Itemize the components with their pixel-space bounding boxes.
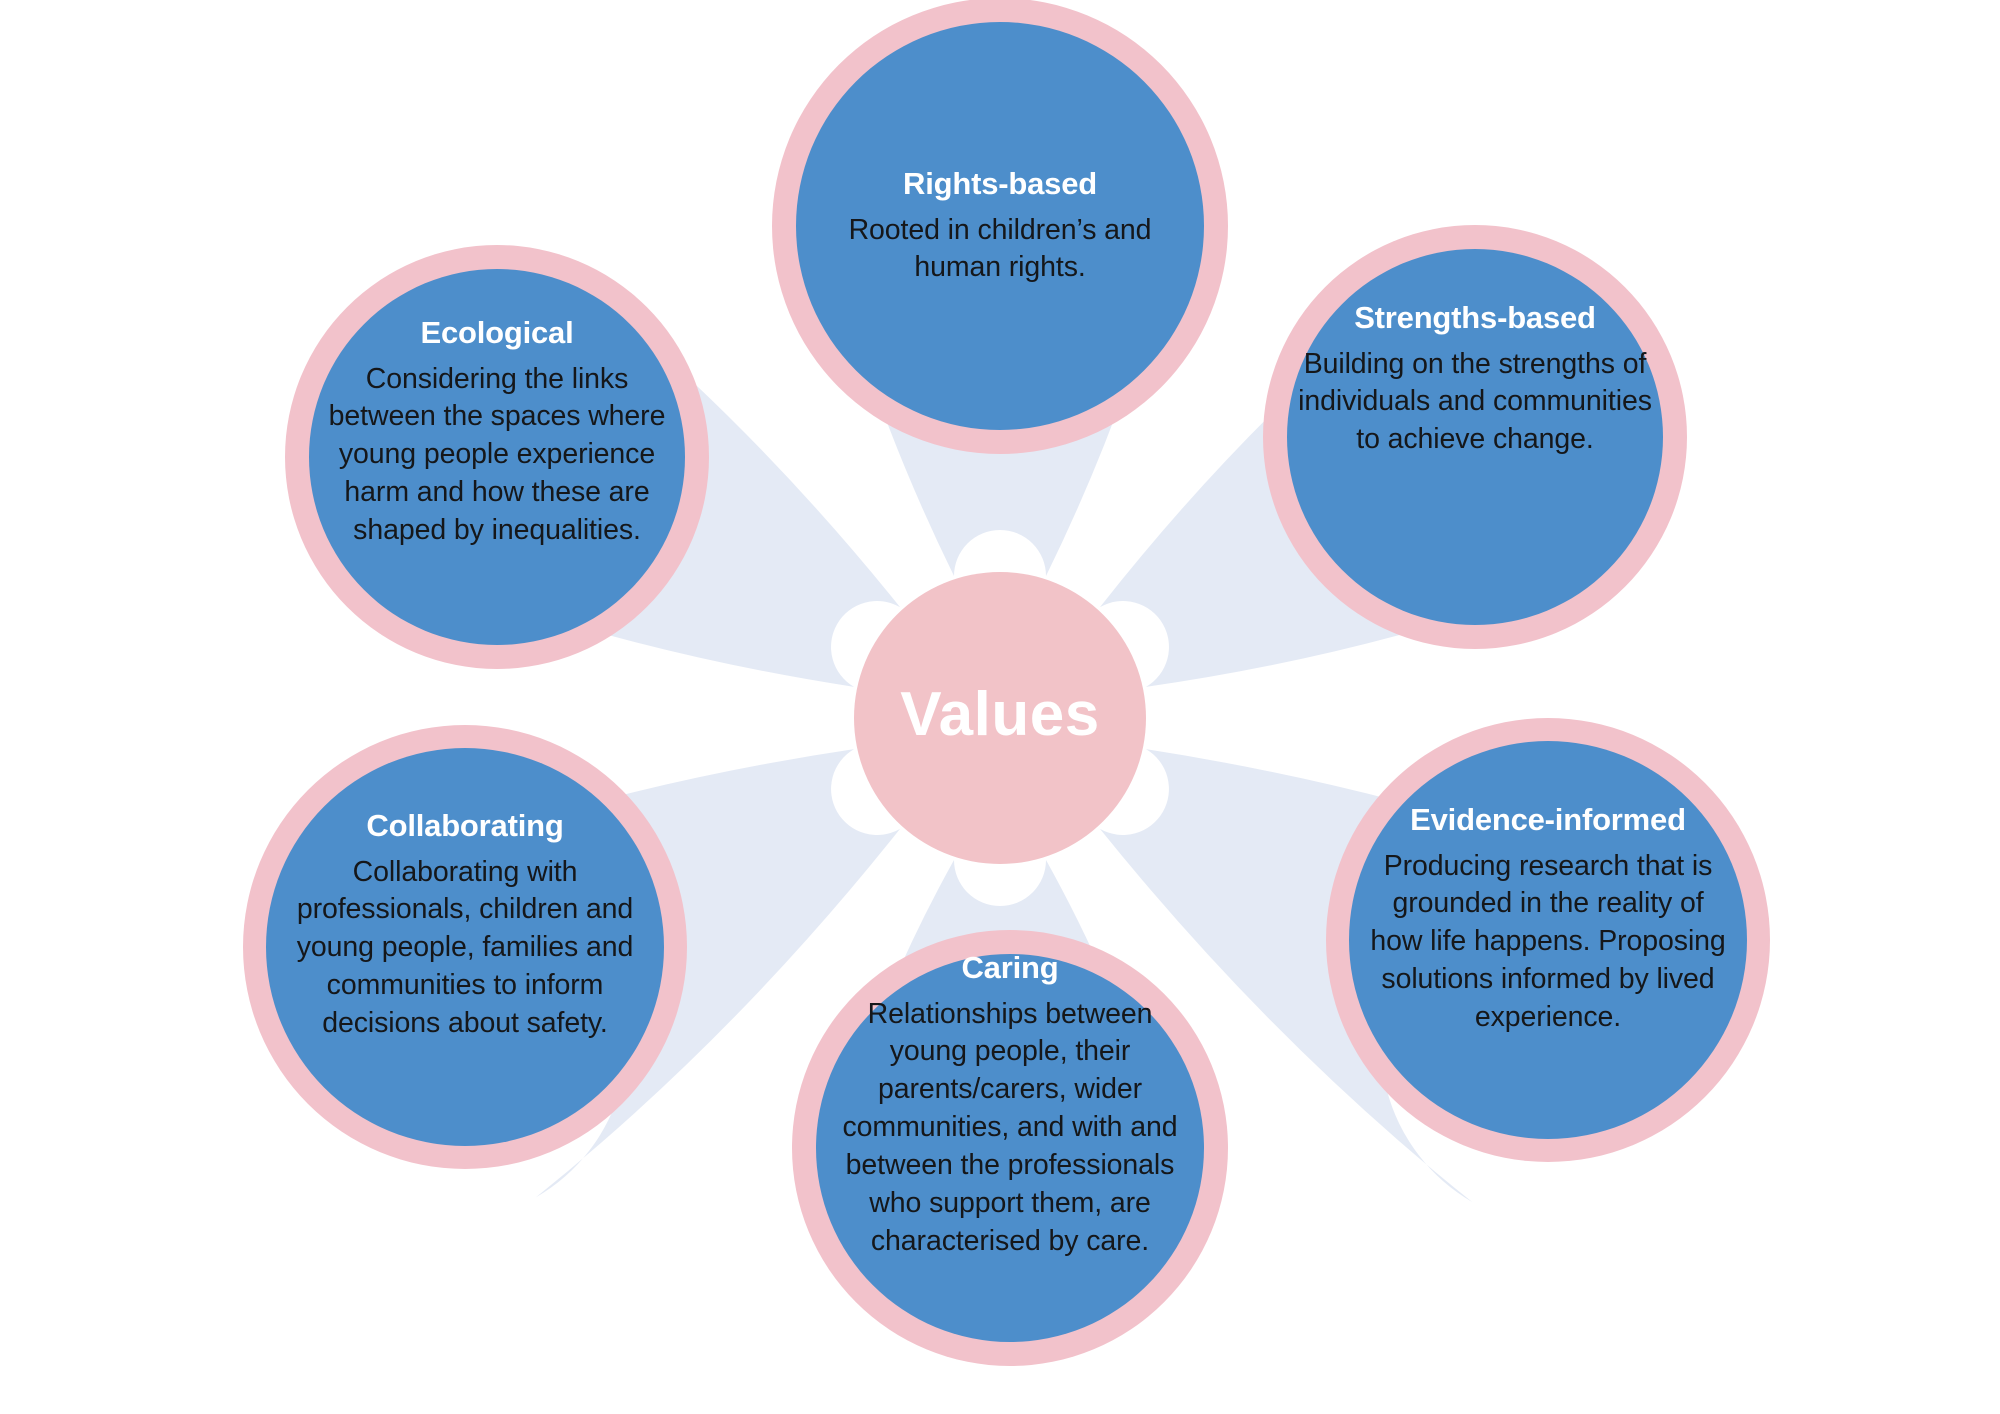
node-circle-evidence-informed xyxy=(1349,741,1747,1139)
node-circle-collaborating xyxy=(266,748,664,1146)
center-circle-layer xyxy=(854,572,1146,864)
node-circle-strengths-based xyxy=(1287,249,1663,625)
node-fill-layer xyxy=(266,22,1747,1342)
node-circle-ecological xyxy=(309,269,685,645)
node-circle-rights-based xyxy=(796,22,1204,430)
center-circle-values xyxy=(854,572,1146,864)
node-circle-caring xyxy=(816,954,1204,1342)
